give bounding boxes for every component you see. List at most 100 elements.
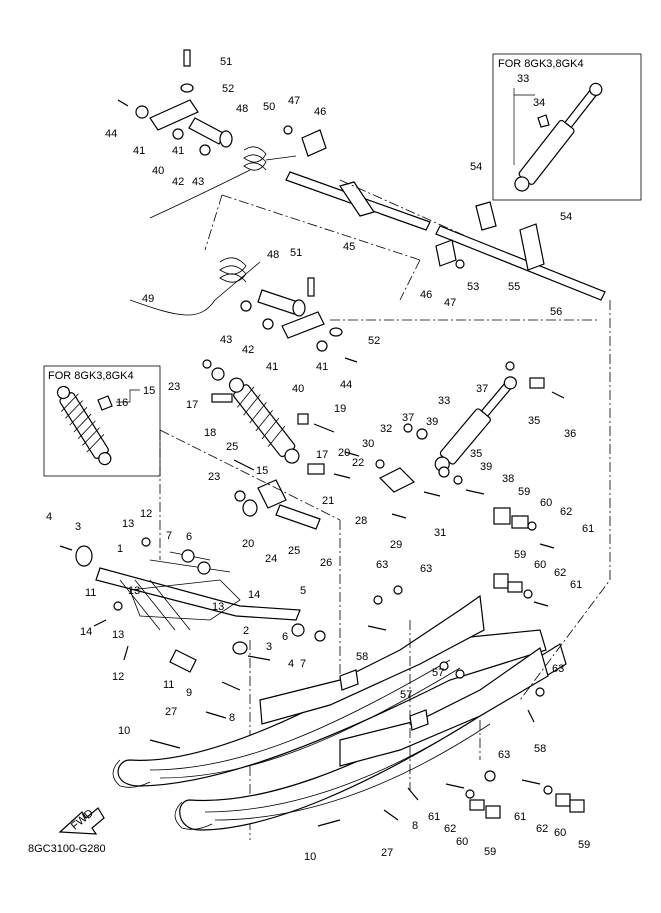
callout-58: 58 bbox=[534, 743, 546, 755]
callout-13: 13 bbox=[122, 518, 134, 530]
callout-63: 63 bbox=[552, 663, 564, 675]
callout-22: 22 bbox=[352, 457, 364, 469]
rail-plate-part bbox=[259, 594, 485, 725]
callout-29: 29 bbox=[390, 539, 402, 551]
callout-63: 63 bbox=[498, 749, 510, 761]
callout-7: 7 bbox=[166, 530, 172, 542]
torsion-spring-part bbox=[129, 261, 261, 316]
callout-38: 38 bbox=[502, 473, 514, 485]
callout-60: 60 bbox=[540, 497, 552, 509]
callout-50: 50 bbox=[263, 101, 275, 113]
callout-51: 51 bbox=[220, 56, 232, 68]
callout-14: 14 bbox=[248, 589, 260, 601]
shock-absorber-inset bbox=[514, 82, 603, 192]
callout-25: 25 bbox=[288, 545, 300, 557]
callout-4: 4 bbox=[46, 511, 52, 523]
callout-18: 18 bbox=[204, 427, 216, 439]
callout-41: 41 bbox=[133, 145, 145, 157]
callout-54: 54 bbox=[470, 161, 482, 173]
callout-13: 13 bbox=[112, 629, 124, 641]
callout-15: 15 bbox=[256, 465, 268, 477]
callout-58: 58 bbox=[356, 651, 368, 663]
slide-rail-rear bbox=[117, 629, 547, 787]
callout-17: 17 bbox=[316, 449, 328, 461]
callout-27: 27 bbox=[165, 706, 177, 718]
callout-49: 49 bbox=[142, 293, 154, 305]
callout-30: 30 bbox=[362, 438, 374, 450]
front-arm-assembly bbox=[59, 537, 326, 840]
callout-6: 6 bbox=[282, 631, 288, 643]
callout-47: 47 bbox=[444, 297, 456, 309]
bracket-part bbox=[378, 467, 416, 493]
callout-40: 40 bbox=[292, 383, 304, 395]
callout-45: 45 bbox=[343, 241, 355, 253]
callout-3: 3 bbox=[266, 641, 272, 653]
collar-part bbox=[537, 114, 550, 128]
callout-35: 35 bbox=[528, 415, 540, 427]
long-shaft-part bbox=[435, 225, 606, 301]
callout-63: 63 bbox=[420, 563, 432, 575]
callout-8: 8 bbox=[412, 820, 418, 832]
callout-2: 2 bbox=[243, 625, 249, 637]
callout-41: 41 bbox=[266, 361, 278, 373]
collar-part bbox=[97, 395, 113, 411]
callout-32: 32 bbox=[380, 423, 392, 435]
callout-53: 53 bbox=[467, 281, 479, 293]
callout-21: 21 bbox=[322, 495, 334, 507]
callout-25: 25 bbox=[226, 441, 238, 453]
callout-60: 60 bbox=[554, 827, 566, 839]
callout-39: 39 bbox=[480, 461, 492, 473]
callout-39: 39 bbox=[426, 416, 438, 428]
callout-52: 52 bbox=[368, 335, 380, 347]
callout-44: 44 bbox=[340, 379, 352, 391]
callout-47: 47 bbox=[288, 95, 300, 107]
coil-shock-part bbox=[228, 377, 300, 464]
callout-23: 23 bbox=[168, 381, 180, 393]
callout-27: 27 bbox=[381, 847, 393, 859]
callout-34: 34 bbox=[533, 97, 545, 109]
fwd-arrow: FWD bbox=[58, 807, 105, 835]
callout-33: 33 bbox=[517, 73, 529, 85]
callout-43: 43 bbox=[220, 334, 232, 346]
callout-5: 5 bbox=[300, 585, 306, 597]
callout-61: 61 bbox=[428, 811, 440, 823]
bushing-part bbox=[188, 117, 226, 145]
fwd-arrow-icon bbox=[58, 807, 105, 835]
callout-19: 19 bbox=[334, 403, 346, 415]
callout-11: 11 bbox=[163, 679, 174, 691]
nut-part bbox=[180, 83, 194, 93]
callout-31: 31 bbox=[434, 527, 446, 539]
mid-parts bbox=[159, 359, 565, 690]
callout-40: 40 bbox=[152, 165, 164, 177]
callout-23: 23 bbox=[208, 471, 220, 483]
callout-28: 28 bbox=[355, 515, 367, 527]
callout-14: 14 bbox=[80, 626, 92, 638]
inset-top-right: FOR 8GK3,8GK4 bbox=[492, 53, 642, 201]
inset-frame bbox=[492, 53, 642, 201]
callout-3: 3 bbox=[75, 521, 81, 533]
callout-42: 42 bbox=[172, 176, 184, 188]
callout-57: 57 bbox=[432, 667, 444, 679]
callout-41: 41 bbox=[316, 361, 328, 373]
bracket-part bbox=[301, 129, 327, 157]
collar-part bbox=[275, 504, 321, 530]
bracket-part bbox=[519, 223, 545, 271]
callout-60: 60 bbox=[534, 559, 546, 571]
callout-20: 20 bbox=[242, 538, 254, 550]
callout-6: 6 bbox=[186, 531, 192, 543]
callout-54: 54 bbox=[560, 211, 572, 223]
callout-62: 62 bbox=[444, 823, 456, 835]
callout-35: 35 bbox=[470, 448, 482, 460]
upper-parts bbox=[117, 49, 606, 363]
callout-51: 51 bbox=[290, 247, 302, 259]
callout-62: 62 bbox=[554, 567, 566, 579]
callout-17: 17 bbox=[186, 399, 198, 411]
callout-61: 61 bbox=[582, 523, 594, 535]
callout-59: 59 bbox=[514, 549, 526, 561]
callout-15: 15 bbox=[143, 385, 155, 397]
coil-shock-inset bbox=[56, 385, 112, 466]
callout-62: 62 bbox=[560, 506, 572, 518]
callout-41: 41 bbox=[172, 145, 184, 157]
torsion-spring-part bbox=[149, 146, 297, 219]
